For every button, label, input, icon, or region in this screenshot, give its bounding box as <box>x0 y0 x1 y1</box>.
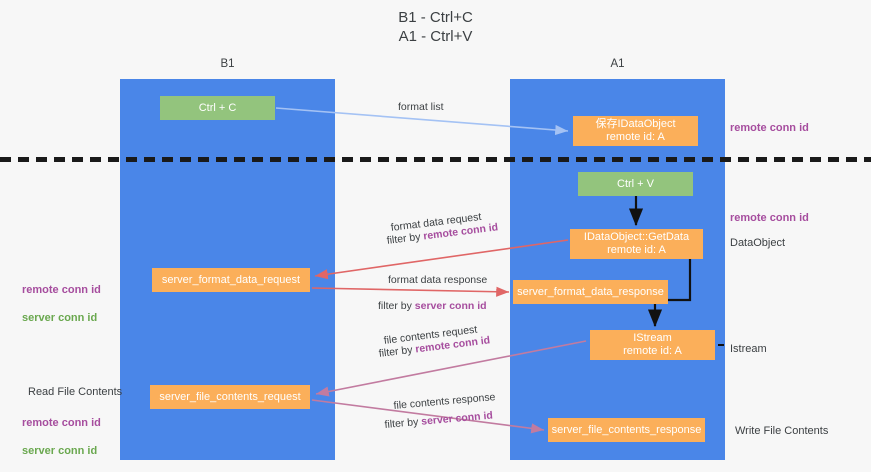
node-istream-sub: remote id: A <box>623 345 682 357</box>
label-right-istream: Istream <box>730 343 767 355</box>
page-title-line2: A1 - Ctrl+V <box>398 28 473 45</box>
node-server-format-data-response[interactable]: server_format_data_response <box>513 280 668 304</box>
label-left-conn-ids-1: remote conn id server conn id <box>22 269 101 339</box>
node-idataobject-getdata-text: IDataObject::GetData remote id: A <box>584 231 689 257</box>
node-ctrl-c[interactable]: Ctrl + C <box>160 96 275 120</box>
node-save-idataobject-sub: remote id: A <box>606 131 665 143</box>
label-right-write-file-contents: Write File Contents <box>735 425 829 437</box>
filter-key-server-conn-id-2: server conn id <box>420 409 494 428</box>
node-idataobject-getdata-sub: remote id: A <box>607 244 666 256</box>
edge-caption-format-list: format list <box>398 101 444 113</box>
node-idataobject-getdata-label: IDataObject::GetData <box>583 231 690 243</box>
node-ctrl-c-label: Ctrl + C <box>198 101 237 114</box>
node-save-idataobject-text: 保存IDataObject remote id: A <box>595 118 675 144</box>
label-left-server-conn-id-1: server conn id <box>22 312 98 324</box>
node-server-format-data-response-label: server_format_data_response <box>517 285 664 298</box>
lane-header-b1-name: B1 <box>220 58 235 70</box>
node-server-file-contents-response-label: server_file_contents_response <box>551 423 702 436</box>
label-left-conn-ids-2: remote conn id server conn id <box>22 402 101 472</box>
label-left-remote-conn-id-2: remote conn id <box>22 417 101 429</box>
node-server-file-contents-request[interactable]: server_file_contents_request <box>150 385 310 409</box>
filter-prefix-2: filter by <box>378 300 415 312</box>
label-left-remote-conn-id-1: remote conn id <box>22 284 101 296</box>
node-server-format-data-request-label: server_format_data_request <box>161 273 301 286</box>
label-left-server-conn-id-2: server conn id <box>22 445 98 457</box>
page-title: B1 - Ctrl+C A1 - Ctrl+V <box>0 8 871 46</box>
node-save-idataobject-label: 保存IDataObject <box>595 118 676 130</box>
node-server-file-contents-response[interactable]: server_file_contents_response <box>548 418 705 442</box>
label-right-dataobject: DataObject <box>730 237 786 249</box>
filter-key-server-conn-id-1: server conn id <box>414 300 487 312</box>
label-right-remote-conn-id-1: remote conn id <box>730 122 809 134</box>
node-idataobject-getdata[interactable]: IDataObject::GetData remote id: A <box>570 229 703 259</box>
node-istream[interactable]: IStream remote id: A <box>590 330 715 360</box>
label-left-read-file-contents: Read File Contents <box>28 386 123 398</box>
node-istream-label: IStream <box>633 332 672 344</box>
node-server-format-data-request[interactable]: server_format_data_request <box>152 268 310 292</box>
filter-prefix-1: filter by <box>386 230 425 247</box>
page-title-line1: B1 - Ctrl+C <box>398 9 473 26</box>
edge-format-data-response <box>311 286 510 297</box>
node-ctrl-v[interactable]: Ctrl + V <box>578 172 693 196</box>
node-ctrl-v-label: Ctrl + V <box>617 177 654 190</box>
edge-caption-format-data-response-filter: filter by server conn id <box>378 299 487 313</box>
filter-prefix-4: filter by <box>384 415 422 431</box>
node-save-idataobject[interactable]: 保存IDataObject remote id: A <box>573 116 698 146</box>
filter-prefix-3: filter by <box>378 343 417 360</box>
phase-divider <box>0 157 871 162</box>
label-right-remote-conn-id-2: remote conn id <box>730 212 809 224</box>
node-server-file-contents-request-label: server_file_contents_request <box>159 390 301 403</box>
edge-caption-format-data-response: format data response <box>388 274 488 286</box>
lane-header-a1-name: A1 <box>610 58 625 70</box>
node-istream-text: IStream remote id: A <box>623 332 682 358</box>
